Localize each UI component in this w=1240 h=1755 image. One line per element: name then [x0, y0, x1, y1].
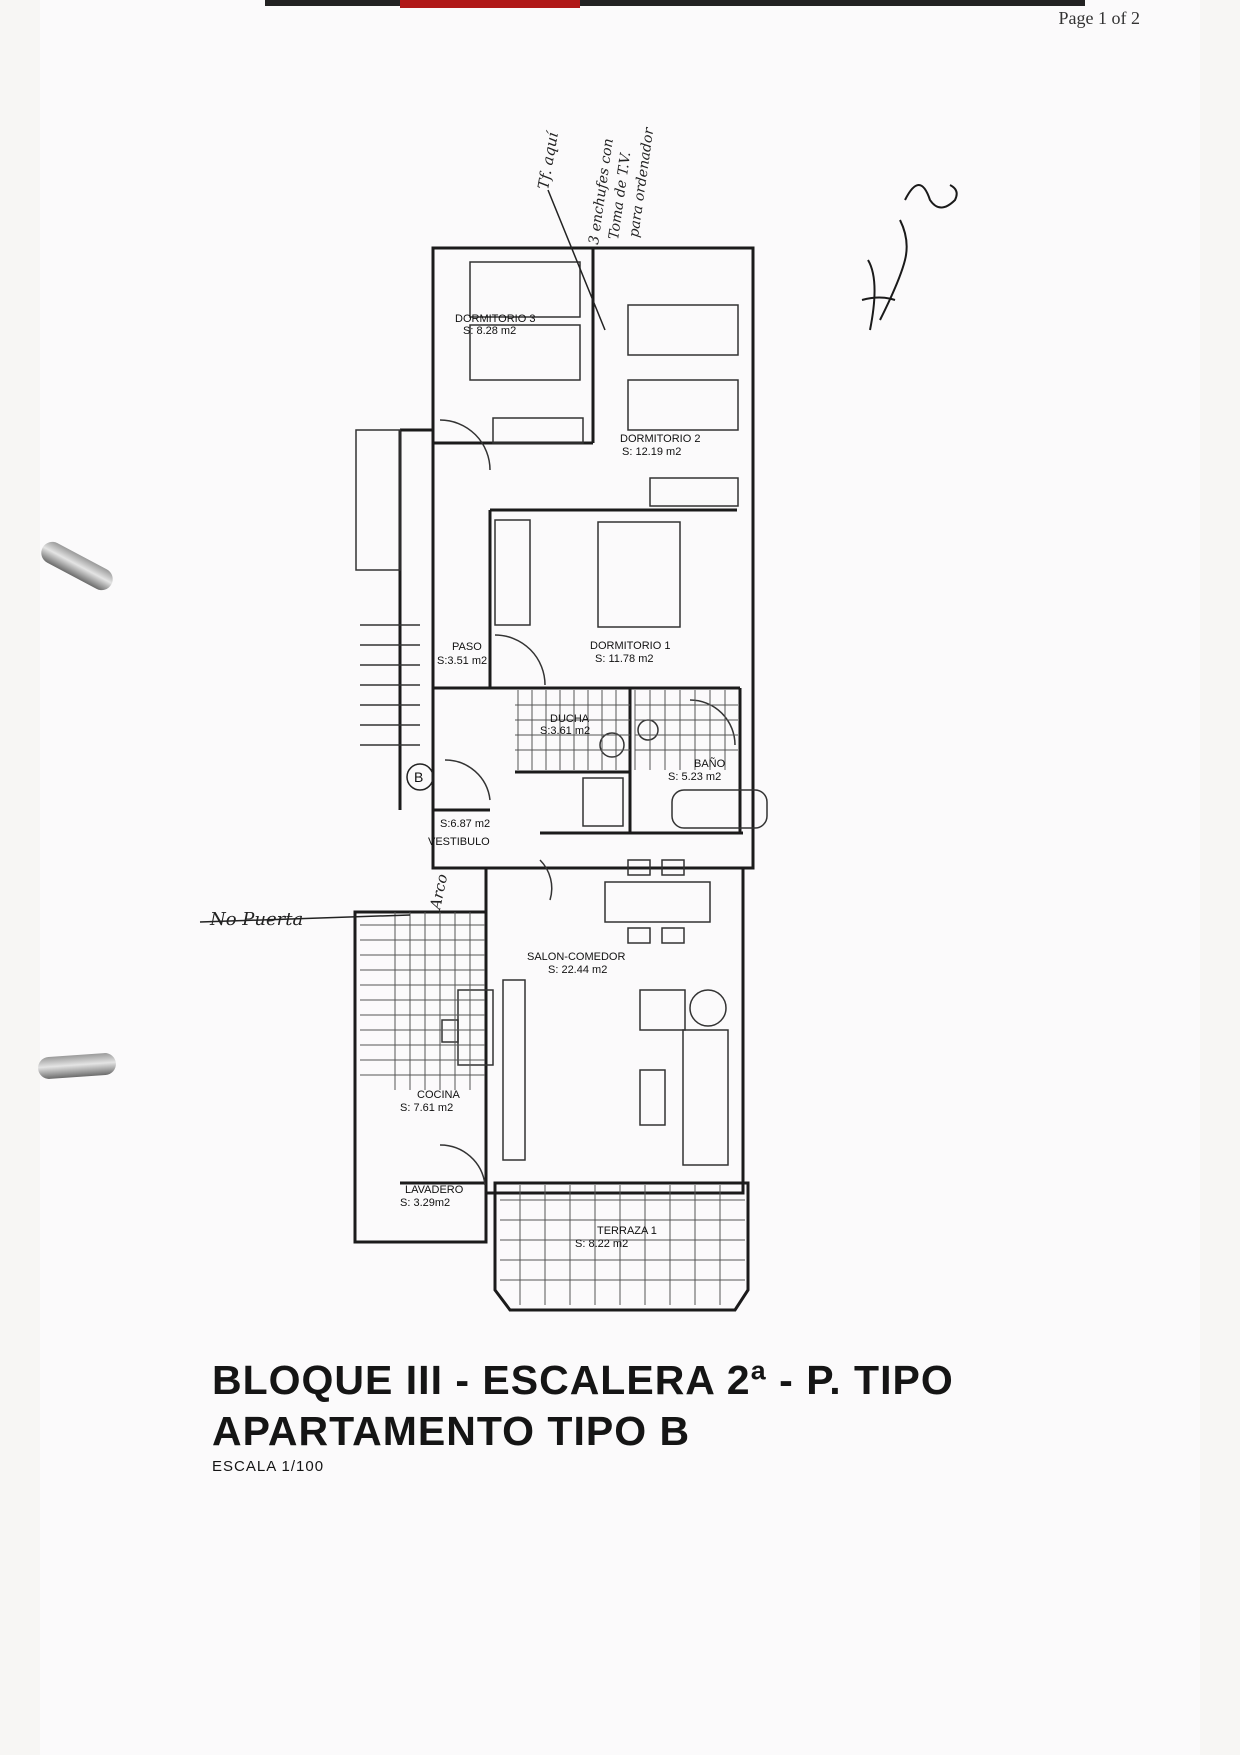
note-tf-aqui: Tf. aquí [534, 129, 562, 191]
room-name-dormitorio-3: DORMITORIO 3 [455, 313, 535, 325]
room-area-dormitorio-1: S: 11.78 m2 [595, 653, 654, 665]
page-number: Page 1 of 2 [1058, 8, 1140, 28]
room-name-ducha: DUCHA [550, 713, 590, 725]
room-name-terraza: TERRAZA 1 [597, 1225, 657, 1237]
room-name-dormitorio-2: DORMITORIO 2 [620, 433, 700, 445]
paper-sheet [40, 0, 1200, 1755]
top-edge-bar [265, 0, 1085, 6]
room-area-dormitorio-3: S: 8.28 m2 [463, 325, 516, 337]
scale-label: ESCALA 1/100 [212, 1458, 325, 1475]
room-name-salon-comedor: SALON-COMEDOR [527, 951, 625, 963]
room-name-vestibulo: VESTIBULO [428, 836, 490, 848]
room-name-dormitorio-1: DORMITORIO 1 [590, 640, 670, 652]
note-enchufes-3: para ordenador [626, 125, 657, 238]
tf-aqui-line [547, 189, 606, 331]
room-area-lavadero: S: 3.29m2 [400, 1197, 450, 1209]
title-line-1: BLOQUE III - ESCALERA 2ª - P. TIPO [212, 1357, 954, 1403]
room-area-ducha: S:3.61 m2 [540, 725, 590, 737]
room-area-vestibulo: S:6.87 m2 [440, 818, 490, 830]
room-area-dormitorio-2: S: 12.19 m2 [622, 446, 681, 458]
terrace-outline [493, 1181, 750, 1312]
no-puerta-line [199, 914, 411, 923]
room-name-bano: BAÑO [694, 757, 726, 770]
signature-icon [861, 184, 958, 331]
top-red-mark [400, 0, 580, 8]
room-name-lavadero: LAVADERO [405, 1184, 464, 1196]
room-area-salon-comedor: S: 22.44 m2 [548, 964, 607, 976]
room-area-cocina: S: 7.61 m2 [400, 1102, 453, 1114]
marker-letter: B [414, 769, 423, 785]
room-area-paso: S:3.51 m2 [437, 655, 487, 667]
marker-circle-icon [406, 763, 434, 791]
room-name-cocina: COCINA [417, 1089, 460, 1101]
room-area-terraza: S: 8.22 m2 [575, 1238, 628, 1250]
room-area-bano: S: 5.23 m2 [668, 771, 721, 783]
note-arco: Arco [426, 872, 451, 912]
room-name-paso: PASO [452, 641, 482, 653]
title-line-2: APARTAMENTO TIPO B [212, 1408, 691, 1454]
note-no-puerta: No Puerta [209, 909, 303, 930]
